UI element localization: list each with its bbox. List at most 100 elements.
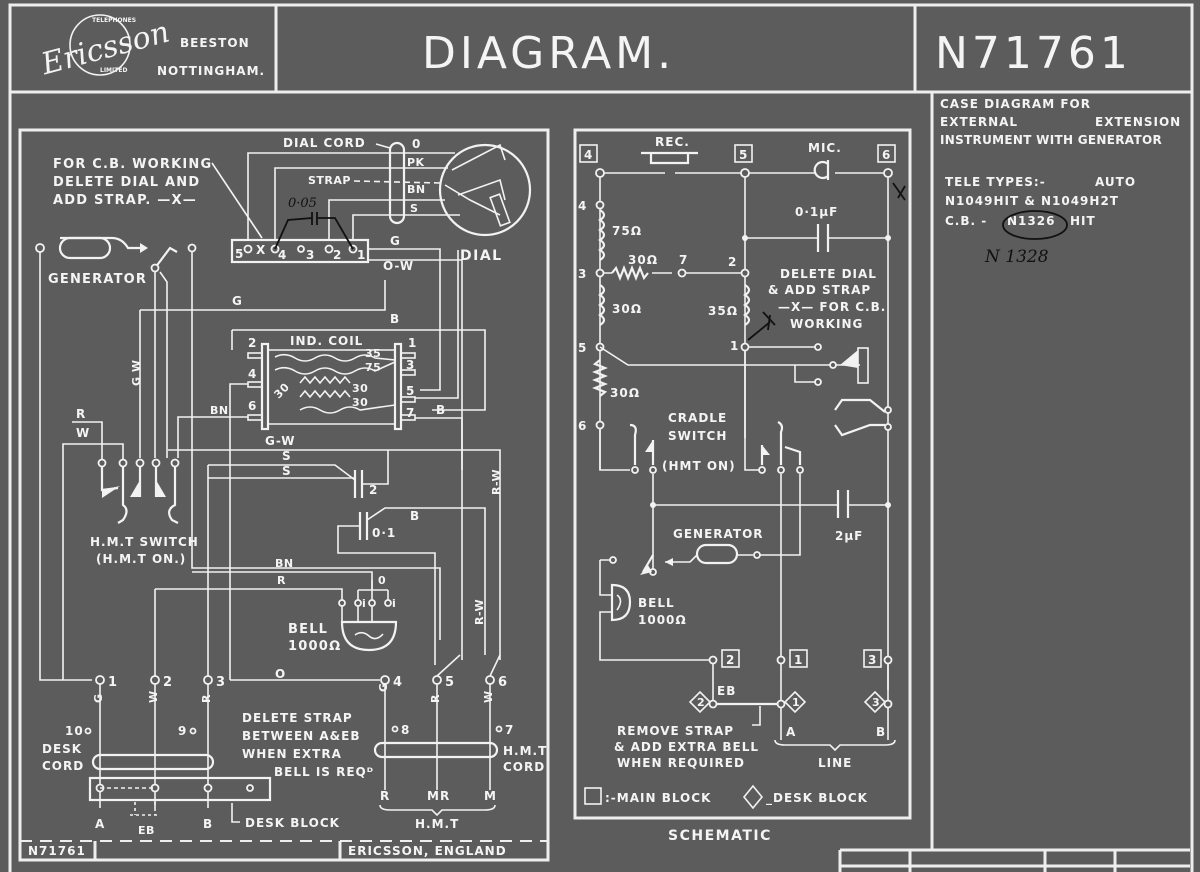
hmt-switch-sublabel: (H.M.T ON.): [96, 552, 186, 566]
schem-node-5: 5: [578, 341, 587, 355]
schem-eb-label: EB: [717, 684, 736, 698]
spare-term-7: 7: [505, 723, 514, 737]
terminal-strip: [230, 238, 370, 264]
schem-generator-icon: [695, 543, 739, 565]
ind-coil-label: IND. COIL: [290, 334, 363, 348]
strap-label: STRAP: [308, 174, 351, 187]
main-term-3: 3: [216, 675, 226, 690]
wire-label-s2: S: [282, 464, 292, 478]
strip-term-3: 3: [306, 248, 315, 262]
schem-cap-01-label: 0·1µF: [795, 205, 838, 219]
schem-bottom-block-2: 2: [726, 653, 735, 667]
remove-note-line3: WHEN REQUIRED: [617, 756, 745, 770]
strip-term-4: 4: [278, 248, 287, 262]
schem-block-6: 6: [882, 148, 891, 162]
generator-label: GENERATOR: [48, 272, 147, 287]
desc-line3: INSTRUMENT WITH GENERATOR: [940, 133, 1162, 147]
desk-term-eb: EB: [138, 824, 155, 837]
legend-desk-block: _DESK BLOCK: [766, 791, 868, 806]
term-color-5: R: [429, 694, 442, 703]
schem-block-4: 4: [584, 148, 593, 162]
schem-bottom-block-3: 3: [868, 653, 877, 667]
hmt-label: H.M.T: [415, 817, 459, 831]
strap-note-line2: BETWEEN A&EB: [242, 729, 360, 743]
line-label: LINE: [818, 756, 852, 770]
spare-term-9: 9: [178, 724, 187, 738]
cradle-switch-label2: SWITCH: [668, 429, 727, 443]
wire-label-bn: BN: [210, 404, 229, 417]
desk-cord-sleeve: [91, 753, 215, 771]
schem-bell-icon: [610, 583, 632, 622]
mic-label: MIC.: [808, 141, 842, 155]
term-color-3: R: [200, 694, 213, 703]
legend-main-block-icon: [584, 787, 602, 805]
schem-generator-label: GENERATOR: [673, 527, 764, 541]
term-color-4: G: [377, 682, 390, 692]
schem-desk-block-1: 1: [792, 696, 800, 709]
strip-strap-x: X: [256, 243, 266, 257]
cap-01-label: 0·1: [372, 526, 396, 540]
coil-left-end: [260, 342, 270, 431]
coil-winding-30b: 30: [352, 382, 368, 395]
wire-label-gw: G-W: [265, 434, 296, 448]
schem-cb-note2: & ADD STRAP: [768, 283, 871, 297]
coil-winding-75: 75: [365, 361, 381, 374]
generator-icon: [58, 236, 112, 260]
desk-cord-label2: CORD: [42, 759, 84, 773]
hmt-switch-label: H.M.T SWITCH: [90, 535, 199, 549]
strip-term-1: 1: [357, 248, 366, 262]
company-logo: Ericsson TELEPHONES LIMITED: [37, 14, 173, 83]
cradle-switch-label: CRADLE: [668, 411, 727, 425]
coil-right-end: [393, 342, 403, 431]
desk-block: [88, 776, 272, 802]
cb-type: N1326: [1007, 214, 1055, 228]
handwritten-correction: N 1328: [984, 247, 1049, 267]
desk-cord-label: DESK: [42, 742, 82, 756]
resistor-30-icon: [611, 265, 649, 281]
dial-wire-0: 0: [412, 137, 421, 151]
coil-pin-6: 6: [248, 399, 257, 413]
coil-pin-4: 4: [248, 367, 257, 381]
handwritten-x-mark: [892, 182, 906, 201]
strap-note-line1: DELETE STRAP: [242, 711, 353, 725]
schem-cb-note3: —X— FOR C.B.: [778, 300, 886, 314]
dial-icon: [438, 143, 532, 237]
wire-label-b-cap: B: [410, 509, 420, 523]
wire-label-o: O: [275, 667, 286, 681]
coil-pin-1: 1: [408, 336, 417, 350]
hmt-term-mr: MR: [427, 789, 450, 803]
types-label: TELE TYPES:-: [945, 175, 1046, 189]
desk-term-a: A: [95, 817, 105, 831]
schem-cb-note1: DELETE DIAL: [780, 267, 877, 281]
cradle-switch-label3: (HMT ON): [662, 459, 736, 473]
schematic-title: SCHEMATIC: [668, 828, 772, 844]
ringer-contact-icon: [834, 398, 886, 437]
hmt-switch-icon: [97, 458, 180, 524]
coil-75-label: 75Ω: [612, 224, 642, 238]
schem-cb-note4: WORKING: [790, 317, 863, 331]
desc-line2a: EXTERNAL: [940, 115, 1018, 129]
footer-maker: ERICSSON, ENGLAND: [348, 844, 507, 858]
footer-number: N71761: [28, 844, 86, 858]
term-color-6: W: [482, 690, 495, 703]
hmt-term-r: R: [380, 789, 390, 803]
wire-label-bn-bell: BN: [275, 557, 294, 570]
coil-35-icon: [742, 284, 751, 326]
desk-block-diamond-1: [783, 690, 807, 714]
capacitor-01-icon: [358, 512, 369, 540]
main-term-1: 1: [108, 675, 118, 690]
coil-winding-30a: 30: [272, 380, 293, 401]
coil-30-icon: [597, 284, 606, 326]
schem-bell-resistance: 1000Ω: [638, 613, 687, 627]
page-title: DIAGRAM.: [422, 28, 675, 79]
main-term-2: 2: [163, 675, 173, 690]
types-line2: N1049HIT & N1049H2T: [945, 194, 1119, 208]
spare-term-8: 8: [401, 723, 410, 737]
legend-main-block: :-MAIN BLOCK: [605, 791, 711, 805]
schem-node-4: 4: [578, 199, 587, 213]
handwritten-cap-label: 0·05: [288, 196, 317, 211]
coil-winding-35: 35: [365, 347, 381, 360]
cradle-switch-icon: [629, 421, 804, 474]
